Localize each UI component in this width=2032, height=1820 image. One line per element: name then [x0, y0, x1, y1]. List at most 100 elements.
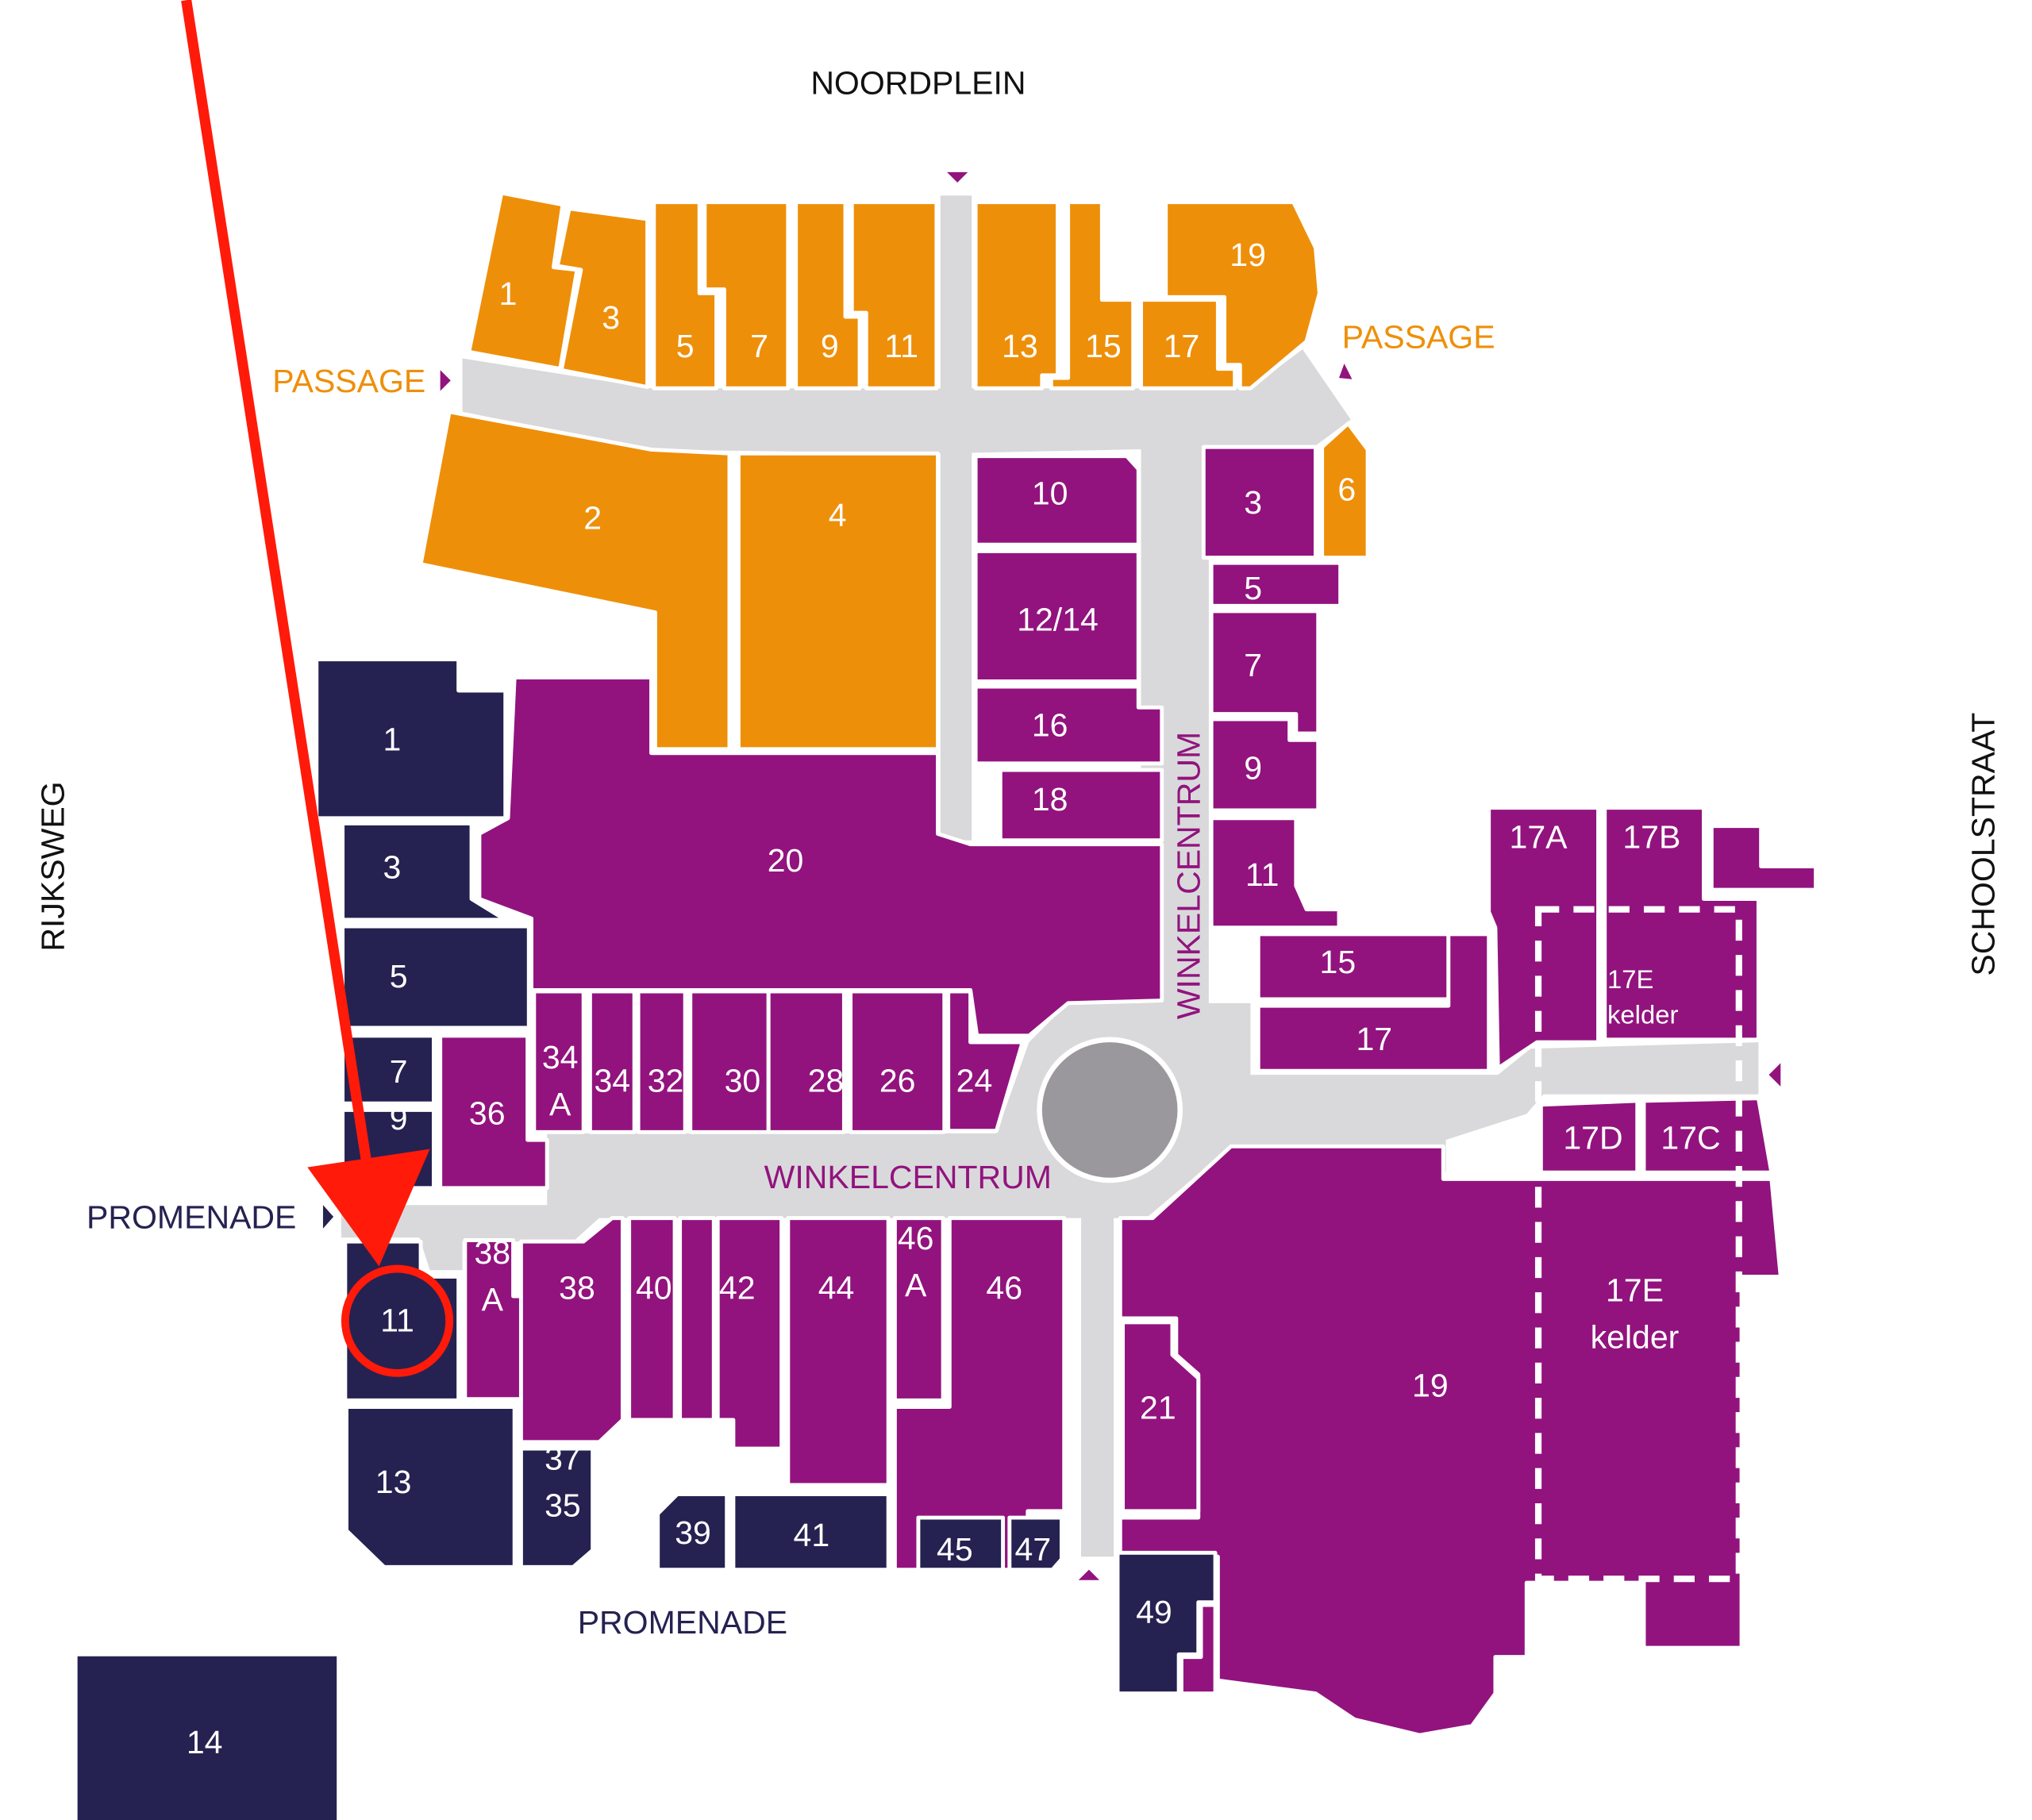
noordplein-walkway: [940, 195, 972, 456]
shop-orange-11[interactable]: [849, 200, 939, 391]
shop-purple-19[interactable]: [1118, 1144, 1783, 1737]
shop-purple-17a[interactable]: [1487, 806, 1600, 1071]
shop-navy-1[interactable]: [314, 657, 508, 821]
shop-number-label: A: [549, 1086, 572, 1122]
shop-number-label: 44: [818, 1269, 855, 1306]
shop-number-label: 15: [1320, 944, 1357, 980]
shop-navy-45[interactable]: [916, 1515, 1006, 1572]
shop-number-label: A: [905, 1267, 927, 1303]
shop-number-label: 24: [956, 1062, 993, 1099]
shop-number-label: 1: [499, 275, 518, 312]
shop-purple-34[interactable]: [587, 989, 637, 1134]
shop-orange-4[interactable]: [737, 451, 940, 752]
shop-navy-47[interactable]: [1007, 1515, 1064, 1572]
highlight-circle-icon: [341, 1264, 454, 1377]
shop-number-label: 47: [1015, 1531, 1052, 1568]
kelder-outline-17e: [1534, 906, 1742, 1583]
shop-purple-unit[interactable]: [1179, 1603, 1218, 1696]
shop-number-label: 21: [1140, 1389, 1176, 1426]
shop-purple-21[interactable]: [1121, 1320, 1201, 1514]
shop-purple-unit[interactable]: [1709, 824, 1818, 892]
shop-purple-44[interactable]: [786, 1216, 891, 1487]
shop-number-label: 17A: [1510, 819, 1568, 856]
shop-purple-34-a[interactable]: [532, 989, 586, 1134]
street-labels: NOORDPLEIN PASSAGE PASSAGE RIJKSWEG SCHO…: [34, 64, 2001, 1641]
shop-navy-5[interactable]: [341, 924, 531, 1030]
shop-purple-28[interactable]: [766, 989, 846, 1134]
shop-orange-1[interactable]: [467, 190, 579, 371]
shop-number-label: 20: [768, 842, 804, 879]
shop-number-label: 15: [1085, 328, 1122, 364]
shop-number-label: 35: [545, 1487, 581, 1523]
shop-purple-3[interactable]: [1201, 444, 1318, 560]
shop-number-label: 9: [821, 328, 839, 364]
shop-number-label: 7: [390, 1053, 408, 1090]
shop-number-label: 37: [545, 1440, 581, 1476]
shop-purple-16[interactable]: [973, 684, 1164, 766]
shop-navy-7[interactable]: [341, 1033, 436, 1106]
shop-purple-17d[interactable]: [1538, 1099, 1640, 1175]
shop-purple-unit[interactable]: [678, 1216, 716, 1422]
shop-orange-9[interactable]: [794, 200, 862, 391]
shop-purple-11[interactable]: [1209, 816, 1341, 930]
passage-walkway: [462, 349, 1351, 454]
shop-orange-13[interactable]: [973, 200, 1060, 391]
shop-purple-17[interactable]: [1256, 932, 1491, 1073]
shop-orange-17[interactable]: [1139, 298, 1237, 391]
arrowhead-icon: [307, 1149, 430, 1267]
shop-number-label: 14: [187, 1724, 223, 1760]
shop-purple-10[interactable]: [973, 454, 1141, 547]
shop-orange-6[interactable]: [1320, 421, 1370, 560]
shop-number-label: 4: [829, 497, 847, 533]
shop-number-label: 7: [750, 328, 768, 364]
shop-navy-41[interactable]: [731, 1492, 891, 1572]
shop-purple-5[interactable]: [1209, 560, 1343, 608]
shop-purple-40[interactable]: [627, 1216, 677, 1422]
shop-purple-42[interactable]: [715, 1216, 784, 1451]
shop-number-label: 39: [675, 1514, 711, 1551]
entrance-markers: [322, 171, 1781, 1580]
shop-number-label: 5: [1244, 570, 1262, 606]
shop-orange-7[interactable]: [702, 200, 791, 391]
shop-navy-13[interactable]: [344, 1405, 517, 1569]
shop-purple-17c[interactable]: [1641, 1096, 1774, 1175]
shop-purple-32[interactable]: [636, 989, 687, 1134]
shop-purple-20[interactable]: [477, 675, 1164, 1038]
shop-purple-36[interactable]: [438, 1033, 549, 1191]
shop-purple-46-a[interactable]: [892, 1216, 945, 1403]
shop-purple-38[interactable]: [518, 1216, 625, 1445]
street-schoolstraat: SCHOOLSTRAAT: [1965, 713, 2001, 976]
street-rijksweg: RIJKSWEG: [34, 781, 71, 951]
shop-purple-7[interactable]: [1209, 609, 1321, 736]
shop-number-label: 13: [1002, 328, 1038, 364]
shop-navy-14[interactable]: [73, 1652, 341, 1820]
shop-number-label: 26: [879, 1062, 916, 1099]
shop-orange-2[interactable]: [418, 410, 732, 752]
shop-number-label: 19: [1230, 237, 1266, 273]
shop-purple-24[interactable]: [946, 989, 1025, 1133]
shop-navy-37-35[interactable]: [518, 1446, 595, 1569]
shop-number-label: 1: [383, 721, 402, 757]
shop-purple-18[interactable]: [998, 768, 1164, 843]
shop-navy-3[interactable]: [341, 821, 508, 922]
shop-navy-49[interactable]: [1115, 1550, 1218, 1696]
shop-number-label: 2: [583, 500, 602, 537]
shop-number-label: 41: [794, 1517, 830, 1553]
location-marker: [181, 0, 454, 1377]
shop-purple-26[interactable]: [849, 989, 947, 1134]
shop-purple-12-14[interactable]: [973, 548, 1141, 683]
shop-purple-17b[interactable]: [1603, 806, 1761, 1042]
shop-number-label: 34: [594, 1062, 630, 1099]
shop-purple-9[interactable]: [1209, 717, 1321, 813]
shop-orange-15[interactable]: [1049, 200, 1136, 391]
shop-navy-39[interactable]: [656, 1492, 729, 1572]
red-arrow-icon: [181, 0, 381, 1219]
shop-number-label: 36: [469, 1095, 506, 1131]
shop-number-label: 3: [383, 848, 402, 885]
shop-orange-3[interactable]: [555, 206, 650, 390]
shop-orange-5[interactable]: [652, 200, 719, 391]
shop-number-label: kelder: [1591, 1319, 1680, 1356]
shop-number-label: 5: [390, 958, 408, 995]
shop-orange-19[interactable]: [1164, 200, 1322, 391]
shop-number-label: 40: [636, 1269, 672, 1306]
